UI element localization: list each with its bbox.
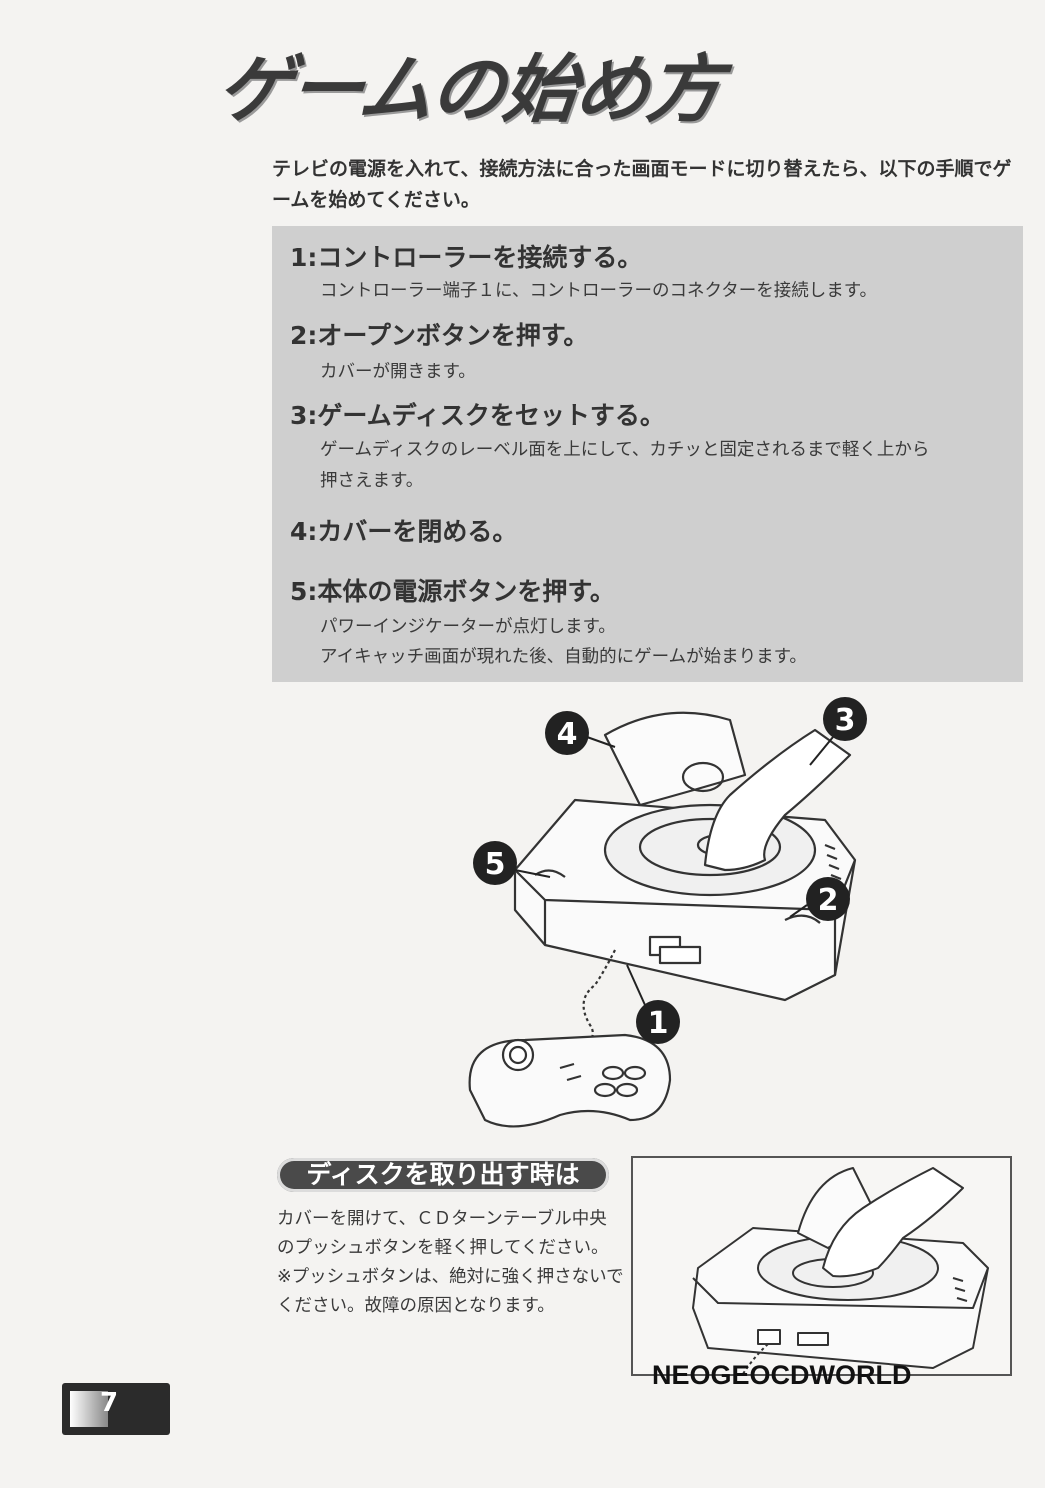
step-1-text: コントローラー端子１に、コントローラーのコネクターを接続します。 (320, 281, 878, 301)
step-5-text-2: アイキャッチ画面が現れた後、自動的にゲームが始まります。 (320, 647, 807, 667)
svg-text:2: 2 (818, 883, 839, 918)
step-5-text-1: パワーインジケーターが点灯します。 (320, 617, 616, 637)
watermark: NEOGEOCDWORLD (652, 1360, 912, 1390)
step-3-title: 3:ゲームディスクをセットする。 (290, 401, 665, 430)
eject-illustration (692, 1167, 989, 1374)
svg-text:4: 4 (557, 717, 578, 752)
step-3-text-1: ゲームディスクのレーベル面を上にして、カチッと固定されるまで軽く上から (320, 440, 930, 460)
step-2-title: 2:オープンボタンを押す。 (290, 321, 589, 350)
svg-text:5: 5 (485, 847, 506, 882)
svg-text:3: 3 (835, 703, 856, 738)
eject-line-2: のプッシュボタンを軽く押してください。 (277, 1238, 609, 1258)
step-2-text: カバーが開きます。 (320, 362, 476, 382)
eject-illustration-frame (631, 1156, 1012, 1376)
svg-text:1: 1 (648, 1006, 669, 1041)
step-5-title: 5:本体の電源ボタンを押す。 (290, 577, 615, 606)
callout-1: 1 (626, 964, 680, 1044)
step-3-text-2: 押さえます。 (320, 471, 424, 491)
page-tab-gradient (70, 1391, 108, 1427)
eject-heading: ディスクを取り出す時は (277, 1158, 609, 1192)
eject-instructions: カバーを開けて、ＣＤターンテーブル中央 のプッシュボタンを軽く押してください。 … (277, 1205, 627, 1321)
page-title: ゲームの始め方 (212, 47, 724, 133)
eject-line-3: ※プッシュボタンは、絶対に強く押さないで (277, 1267, 624, 1287)
step-4-title: 4:カバーを閉める。 (290, 517, 518, 546)
console-illustration: 4 3 5 2 1 (468, 697, 867, 1128)
callout-2: 2 (789, 877, 850, 921)
page-number-tab (62, 1383, 170, 1435)
steps-panel: 1:コントローラーを接続する。 コントローラー端子１に、コントローラーのコネクタ… (272, 226, 1023, 682)
callout-3: 3 (809, 697, 867, 766)
page-number: 7 (100, 1388, 119, 1418)
eject-line-1: カバーを開けて、ＣＤターンテーブル中央 (277, 1209, 607, 1229)
callout-5: 5 (473, 841, 551, 885)
callout-4: 4 (545, 711, 616, 755)
intro-text: テレビの電源を入れて、接続方法に合った画面モードに切り替えたら、以下の手順でゲー… (272, 158, 1012, 211)
eject-line-4: ください。故障の原因となります。 (277, 1296, 555, 1316)
step-1-title: 1:コントローラーを接続する。 (290, 243, 643, 272)
